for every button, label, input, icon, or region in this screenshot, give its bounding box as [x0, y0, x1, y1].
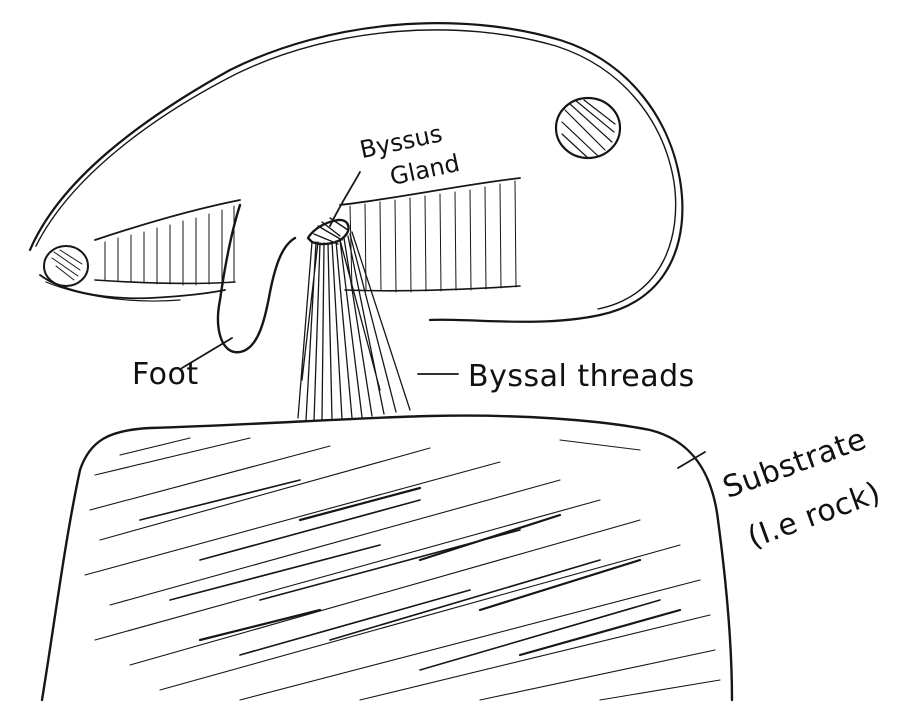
label-foot: Foot: [132, 357, 199, 392]
substrate-rock: [42, 416, 732, 700]
byssus-gland-leader: [330, 172, 360, 226]
byssus-gland: [308, 218, 349, 244]
mantle-band-left: [95, 200, 240, 285]
byssal-threads: [298, 232, 410, 421]
mussel-foot: [218, 205, 295, 352]
label-byssal-threads: Byssal threads: [468, 359, 695, 394]
adductor-scar-right: [556, 98, 620, 158]
adductor-scar-left: [44, 246, 88, 286]
mantle-band-right: [340, 178, 520, 292]
